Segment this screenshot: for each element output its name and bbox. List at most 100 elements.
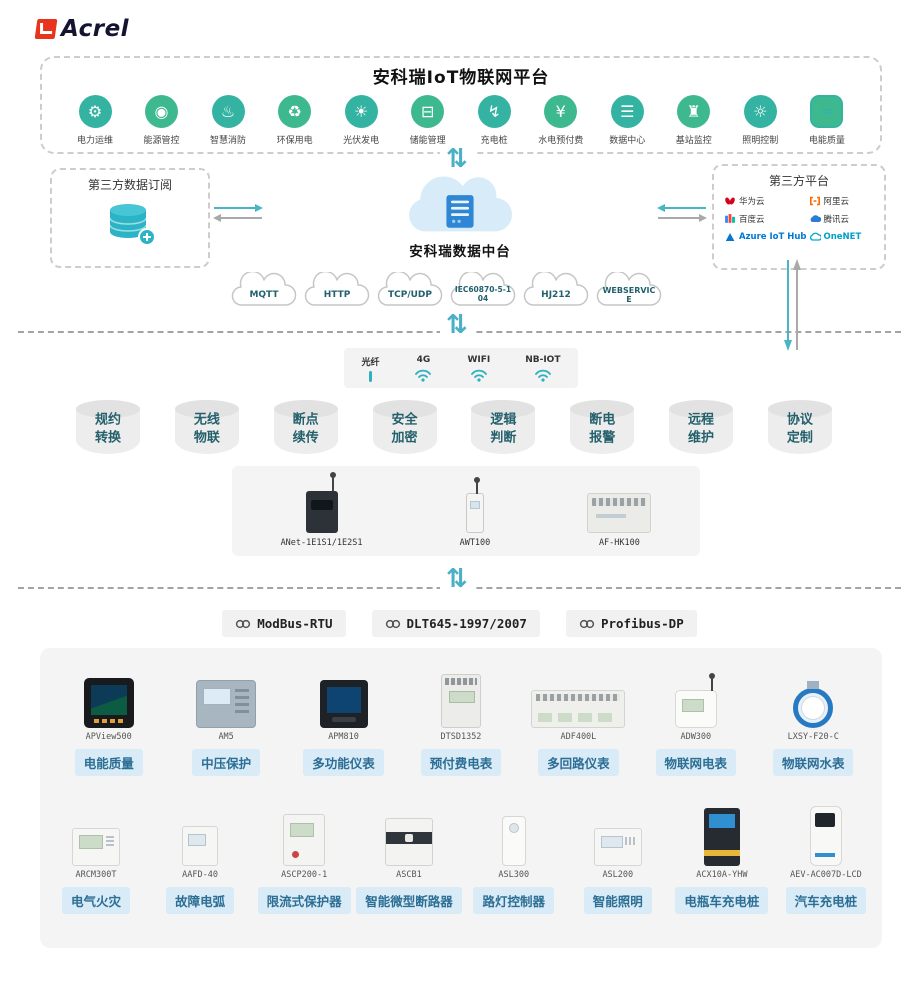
device-apview500: APView500 电能质量 <box>56 666 162 776</box>
protocol-dlt645: DLT645-1997/2007 <box>371 610 540 637</box>
wifi-icon <box>470 369 487 382</box>
app-label: 电力运维 <box>76 136 113 146</box>
arcm300t-image <box>72 804 121 866</box>
app-label: 水电预付费 <box>538 136 584 146</box>
cloud-outline-icon <box>377 272 443 306</box>
huawei-cloud-icon <box>725 197 735 205</box>
cylinder-top <box>570 400 635 418</box>
device-aafd40: AAFD-40 故障电弧 <box>148 804 252 914</box>
device-model: ADF400L <box>560 732 597 742</box>
device-model: AEV-AC007D-LCD <box>790 870 862 880</box>
battery-icon: ⊟ <box>411 95 445 128</box>
sun-icon: ☀ <box>344 95 378 128</box>
protocol-label: HTTP <box>323 289 351 300</box>
app-base-station: ♜ 基站监控 <box>665 95 723 146</box>
acrel-logo: Acrel <box>34 16 129 42</box>
device-model: ASL200 <box>602 870 634 880</box>
vendor-ali-cloud: 阿里云 <box>809 195 878 207</box>
platform-title: 安科瑞IoT物联网平台 <box>372 68 550 88</box>
device-acx10a: ACX10A-YHW 电瓶车充电桩 <box>670 804 774 914</box>
app-label: 环保用电 <box>276 136 313 146</box>
third-party-box-title: 第三方平台 <box>768 174 829 188</box>
wifi-icon <box>534 369 551 382</box>
device-model: ASCB1 <box>396 870 422 880</box>
onenet-cloud-icon <box>809 232 821 241</box>
cylinder-top <box>76 400 140 418</box>
app-power-operation: ⚙ 电力运维 <box>66 95 124 146</box>
database-plus-icon <box>109 204 156 246</box>
app-label: 基站监控 <box>675 136 712 146</box>
protocol-label: WEBSERVICE <box>602 285 656 304</box>
device-category-badge: 电瓶车充电桩 <box>675 887 769 914</box>
updown-arrow-icon: ⇅ <box>440 566 474 592</box>
device-adw300: ADW300 物联网电表 <box>643 666 749 776</box>
device-model: APView500 <box>85 732 132 742</box>
app-label: 照明控制 <box>742 136 779 146</box>
vendor-name: OneNET <box>823 232 862 242</box>
cloud-outline-icon <box>304 272 370 306</box>
cylinder-top <box>273 400 338 418</box>
am5-image <box>196 666 257 728</box>
awt100-gateway-image <box>465 477 484 533</box>
cylinder-top <box>372 400 437 418</box>
app-smart-fire: ♨ 智慧消防 <box>199 95 257 146</box>
cloud-outline-icon <box>596 272 662 306</box>
prepaid-icon: ¥ <box>544 95 578 128</box>
protocol-label: TCP/UDP <box>387 289 432 300</box>
cylinder-top <box>669 400 734 418</box>
device-model: ASCP200-1 <box>281 870 328 880</box>
app-label: 充电桩 <box>480 136 508 146</box>
device-asl300: ASL300 路灯控制器 <box>462 804 566 914</box>
app-energy-storage: ⊟ 储能管理 <box>399 95 457 146</box>
data-center-title: 安科瑞数据中台 <box>409 244 511 260</box>
watermeter-image <box>793 666 834 728</box>
capability-wireless-iot: 无线物联 <box>174 398 239 458</box>
vendor-name: 腾讯云 <box>823 215 850 225</box>
bus-protocol-label: Profibus-DP <box>600 616 684 631</box>
afhk100-gateway-image <box>587 493 652 533</box>
device-model: AM5 <box>218 732 234 742</box>
dtsd1352-image <box>440 666 481 728</box>
protocol-profibus-dp: Profibus-DP <box>565 610 697 637</box>
app-data-center: ☰ 数据中心 <box>598 95 656 146</box>
link-fiber: 光纤 <box>361 355 380 382</box>
device-aev-charger: AEV-AC007D-LCD 汽车充电桩 <box>774 804 878 914</box>
adw300-image <box>674 666 717 728</box>
device-model: LXSY-F20-C <box>787 732 839 742</box>
link-icon <box>579 619 595 628</box>
app-prepaid-utility: ¥ 水电预付费 <box>532 95 590 146</box>
device-model: ADW300 <box>680 732 712 742</box>
device-category-badge: 电能质量 <box>74 749 143 776</box>
third-party-platform-box: 第三方平台 华为云 阿里云 <box>712 164 886 270</box>
app-label: 能源管控 <box>143 136 180 146</box>
link-4g: 4G <box>414 355 432 382</box>
device-category-badge: 智能微型断路器 <box>356 887 462 914</box>
capability-encryption: 安全加密 <box>372 398 437 458</box>
gateway-afhk100: AF-HK100 <box>587 493 652 548</box>
device-category-badge: 中压保护 <box>192 749 261 776</box>
protocol-tcp-udp: TCP/UDP <box>376 272 444 314</box>
capability-label: 协议定制 <box>786 412 813 446</box>
device-apm810: APM810 多功能仪表 <box>291 666 397 776</box>
vendor-onenet: OneNET <box>809 231 878 243</box>
protocol-hj212: HJ212 <box>522 272 590 314</box>
cylinder-top <box>767 400 832 418</box>
capability-label: 逻辑判断 <box>490 412 517 446</box>
device-model: ARCM300T <box>75 870 117 880</box>
cylinder-top <box>471 400 536 418</box>
gateway-model: AF-HK100 <box>598 538 640 548</box>
platform-section: 安科瑞IoT物联网平台 ⚙ 电力运维 ◉ 能源管控 ♨ 智慧消防 ♻ 环保用电 … <box>40 56 882 154</box>
gateway-model: AWT100 <box>459 538 491 548</box>
waveform-icon: ≈ <box>810 95 844 128</box>
adf400l-image <box>531 666 626 728</box>
gear-icon: ⚙ <box>78 95 112 128</box>
app-energy-management: ◉ 能源管控 <box>133 95 191 146</box>
protocol-label: IEC60870-5-104 <box>454 285 512 303</box>
platform-apps: ⚙ 电力运维 ◉ 能源管控 ♨ 智慧消防 ♻ 环保用电 ☀ 光伏发电 ⊟ 储能管… <box>42 88 880 146</box>
apview500-image <box>83 666 134 728</box>
protocol-webservice: WEBSERVICE <box>595 272 663 314</box>
device-lxsy-watermeter: LXSY-F20-C 物联网水表 <box>760 666 866 776</box>
updown-arrow-icon: ⇅ <box>440 312 474 338</box>
device-category-badge: 限流式保护器 <box>257 887 351 914</box>
